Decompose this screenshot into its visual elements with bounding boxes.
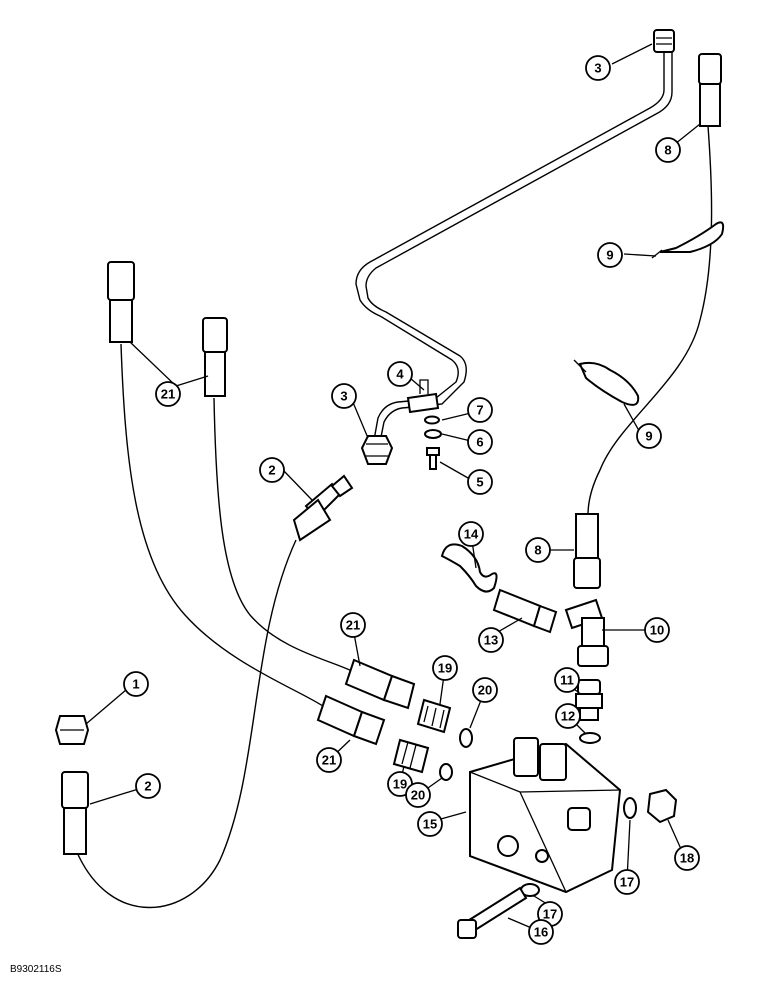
hose-line-2 <box>75 539 297 909</box>
callout-label: 17 <box>620 875 634 890</box>
callout-label: 20 <box>478 683 492 698</box>
hose-line-8 <box>587 125 713 516</box>
callout-label: 6 <box>476 435 483 450</box>
callout-15: 15 <box>417 811 443 837</box>
callout-11: 11 <box>554 667 580 693</box>
hose-fitting-left-upper <box>107 261 135 343</box>
cap-plug <box>54 715 90 745</box>
callout-21-top: 21 <box>155 381 181 407</box>
adapter-19-lower <box>392 738 430 774</box>
callout-13: 13 <box>478 627 504 653</box>
hose-fitting-bottom-left <box>61 771 89 855</box>
callout-label: 10 <box>650 623 664 638</box>
hose-fitting-left-lower <box>202 317 228 397</box>
callout-20-lower: 20 <box>405 782 431 808</box>
callout-label: 11 <box>560 673 574 688</box>
callout-4: 4 <box>387 361 413 387</box>
bolt-16 <box>457 886 528 939</box>
callout-18: 18 <box>674 845 700 871</box>
fitting-13 <box>492 588 558 634</box>
drawing-code: B9302116S <box>10 964 62 975</box>
hose-fitting-mid-upper <box>344 658 416 710</box>
callout-8-top: 8 <box>655 137 681 163</box>
callout-19-lower: 19 <box>387 771 413 797</box>
washer-17-right <box>623 797 637 819</box>
callout-17-right: 17 <box>614 869 640 895</box>
callout-label: 13 <box>484 633 498 648</box>
callout-label: 5 <box>476 475 483 490</box>
callout-20-upper: 20 <box>472 677 498 703</box>
nut-18 <box>646 788 678 824</box>
callout-label: 20 <box>411 788 425 803</box>
callout-2-mid: 2 <box>259 457 285 483</box>
callout-label: 2 <box>268 463 275 478</box>
valve-block <box>469 737 622 894</box>
callout-19-upper: 19 <box>432 655 458 681</box>
spring-clip <box>440 543 498 593</box>
callout-5: 5 <box>467 469 493 495</box>
callout-label: 7 <box>476 403 483 418</box>
callout-label: 1 <box>132 677 139 692</box>
strap-clamp-upper <box>651 221 725 259</box>
callout-label: 21 <box>322 753 336 768</box>
hydraulic-tube <box>355 50 673 443</box>
tube-fitting-upper <box>653 29 675 53</box>
o-ring-12 <box>579 732 601 744</box>
leader-lines <box>85 43 701 933</box>
callout-3-top: 3 <box>585 55 611 81</box>
callout-16: 16 <box>528 919 554 945</box>
callout-label: 19 <box>393 777 407 792</box>
callout-label: 14 <box>464 527 479 542</box>
callout-label: 4 <box>396 367 404 382</box>
callout-label: 12 <box>561 709 575 724</box>
callout-label: 2 <box>144 779 151 794</box>
o-ring-lower <box>439 763 453 781</box>
cap-screw-small <box>426 447 440 470</box>
hose-line-21b <box>213 397 355 673</box>
callout-label: 18 <box>680 851 694 866</box>
callout-label: 21 <box>161 387 175 402</box>
quick-coupler <box>292 474 354 542</box>
callout-label: 19 <box>438 661 452 676</box>
callout-label: 15 <box>423 817 437 832</box>
tube-fitting-lower <box>360 435 394 465</box>
callout-label: 9 <box>645 429 652 444</box>
callout-label: 8 <box>534 543 541 558</box>
callout-8-bottom: 8 <box>525 537 551 563</box>
strap-clamp-lower <box>573 359 640 406</box>
callout-6: 6 <box>467 429 493 455</box>
callout-21-mid: 21 <box>340 612 366 638</box>
callout-1: 1 <box>123 671 149 697</box>
callout-2-bottom: 2 <box>135 773 161 799</box>
callout-label: 9 <box>606 248 613 263</box>
callout-7: 7 <box>467 397 493 423</box>
tube-clamp <box>406 379 440 414</box>
adapter-19-upper <box>416 698 452 734</box>
callout-3-mid: 3 <box>331 383 357 409</box>
tee-fitting-10 <box>564 598 609 667</box>
hose-upper-fitting <box>698 53 722 127</box>
callout-label: 3 <box>340 389 347 404</box>
callout-12: 12 <box>555 703 581 729</box>
callout-21-bottom: 21 <box>316 747 342 773</box>
o-ring-upper <box>459 728 473 748</box>
callout-9-bottom: 9 <box>636 423 662 449</box>
washer-lock <box>424 415 440 425</box>
washer-flat <box>424 429 442 439</box>
callout-label: 3 <box>594 61 601 76</box>
hose-lower-fitting <box>573 513 601 589</box>
callout-9-top: 9 <box>597 242 623 268</box>
callout-14: 14 <box>458 521 484 547</box>
callout-10: 10 <box>644 617 670 643</box>
hose-fitting-mid-lower <box>316 694 386 746</box>
callout-label: 16 <box>534 925 548 940</box>
callout-label: 8 <box>664 143 671 158</box>
callout-label: 17 <box>543 907 557 922</box>
callout-label: 21 <box>346 618 360 633</box>
hose-line-21a <box>120 343 327 709</box>
